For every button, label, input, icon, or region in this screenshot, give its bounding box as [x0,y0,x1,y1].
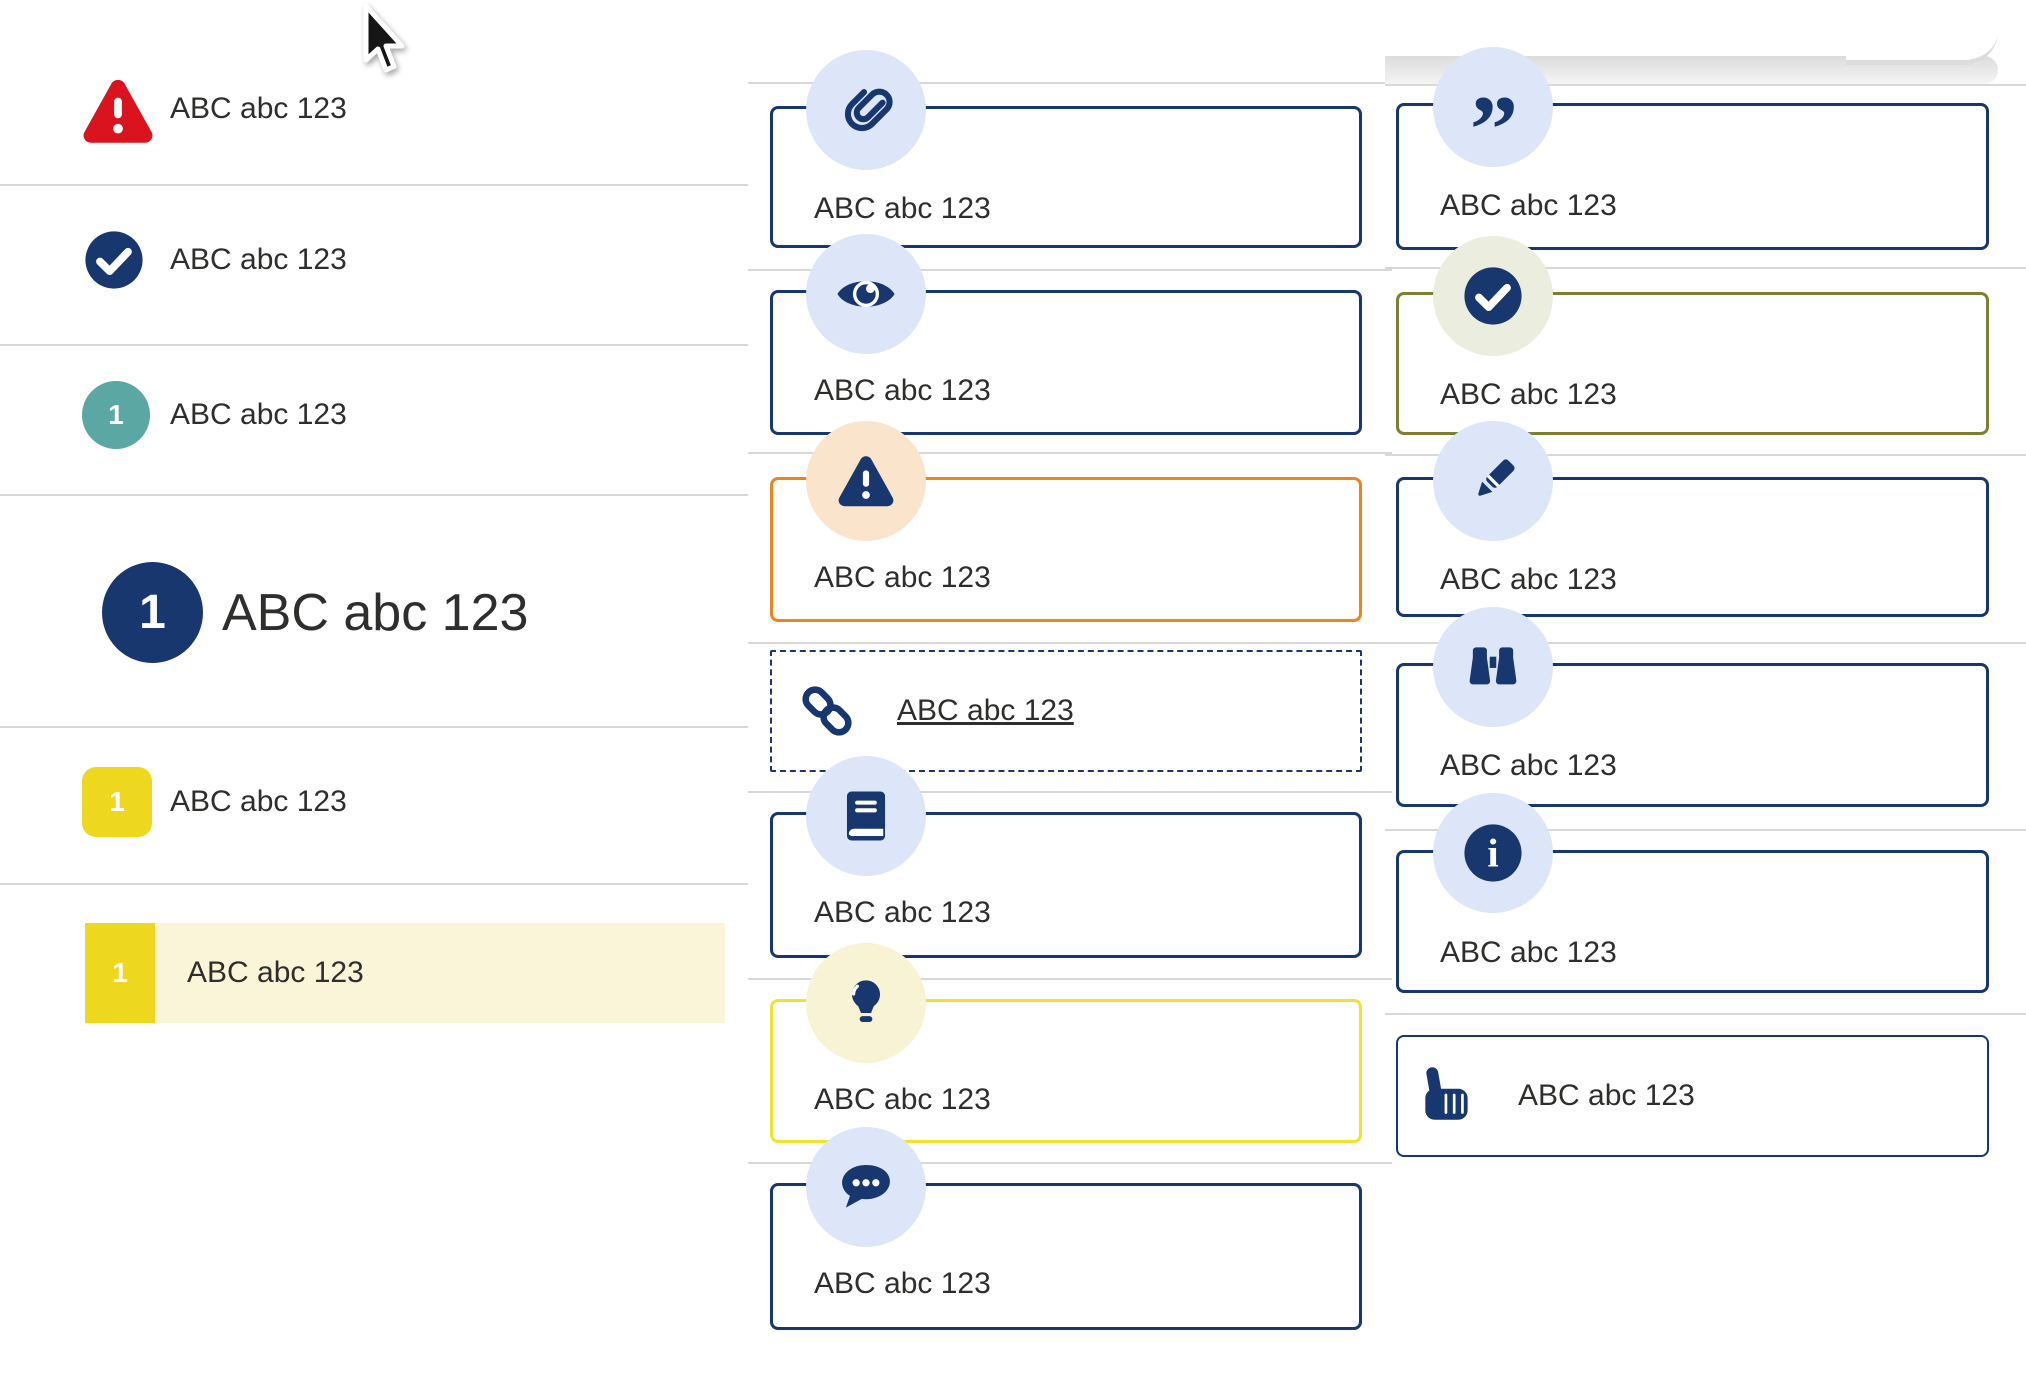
list-item-label[interactable]: ABC abc 123 [170,92,347,125]
callout-card-action [1396,1035,1989,1157]
card-label: ABC abc 123 [1440,563,1617,596]
lightbulb-icon [806,943,926,1063]
book-icon [806,756,926,876]
divider [1385,454,2026,456]
divider [748,269,1392,271]
link-icon [797,681,857,741]
paperclip-icon [806,50,926,170]
chat-bubble-icon [806,1127,926,1247]
callout-card-link[interactable] [770,650,1362,772]
warning-triangle-icon [79,72,157,150]
warning-triangle-icon [806,421,926,541]
card-label: ABC abc 123 [814,1267,991,1300]
binoculars-icon [1433,607,1553,727]
svg-text:i: i [1487,831,1498,876]
divider [1385,84,2026,86]
divider [0,494,748,496]
navy-number-badge-large: 1 [102,562,203,663]
list-item-label[interactable]: ABC abc 123 [187,956,364,989]
divider [0,184,748,186]
divider [748,452,1392,454]
list-item-label[interactable]: ABC abc 123 [170,785,347,818]
hand-pointer-icon [1415,1060,1481,1132]
card-label: ABC abc 123 [814,896,991,929]
yellow-number-badge: 1 [82,767,152,837]
card-label: ABC abc 123 [1440,749,1617,782]
highlighted-row[interactable] [85,923,725,1023]
divider [748,1162,1392,1164]
info-circle-icon: i [1433,793,1553,913]
teal-number-badge: 1 [82,381,150,449]
pencil-icon [1433,421,1553,541]
divider [0,344,748,346]
card-label: ABC abc 123 [814,374,991,407]
callout-card-warning [770,477,1362,622]
list-item-label[interactable]: ABC abc 123 [170,243,347,276]
card-label: ABC abc 123 [1440,378,1617,411]
list-item-label[interactable]: ABC abc 123 [170,398,347,431]
divider [748,791,1392,793]
divider [1385,642,2026,644]
card-label: ABC abc 123 [1518,1079,1695,1112]
eye-icon [806,234,926,354]
card-label: ABC abc 123 [814,1083,991,1116]
quote-icon: ” [1433,47,1553,167]
divider [748,82,1392,84]
svg-text:”: ” [1470,76,1518,138]
section-heading: ABC abc 123 [222,584,529,642]
divider [748,642,1392,644]
panel-top-corner [1846,30,1998,65]
divider [1385,829,2026,831]
mouse-cursor [356,2,408,83]
card-link-label[interactable]: ABC abc 123 [897,694,1074,727]
divider [1385,267,2026,269]
card-label: ABC abc 123 [1440,936,1617,969]
check-circle-icon [1433,236,1553,356]
yellow-number-badge: 1 [85,923,155,1023]
card-label: ABC abc 123 [1440,189,1617,222]
divider [0,726,748,728]
check-circle-icon [83,229,145,291]
divider [1385,1013,2026,1015]
divider [748,978,1392,980]
card-label: ABC abc 123 [814,192,991,225]
divider [0,883,748,885]
card-label: ABC abc 123 [814,561,991,594]
